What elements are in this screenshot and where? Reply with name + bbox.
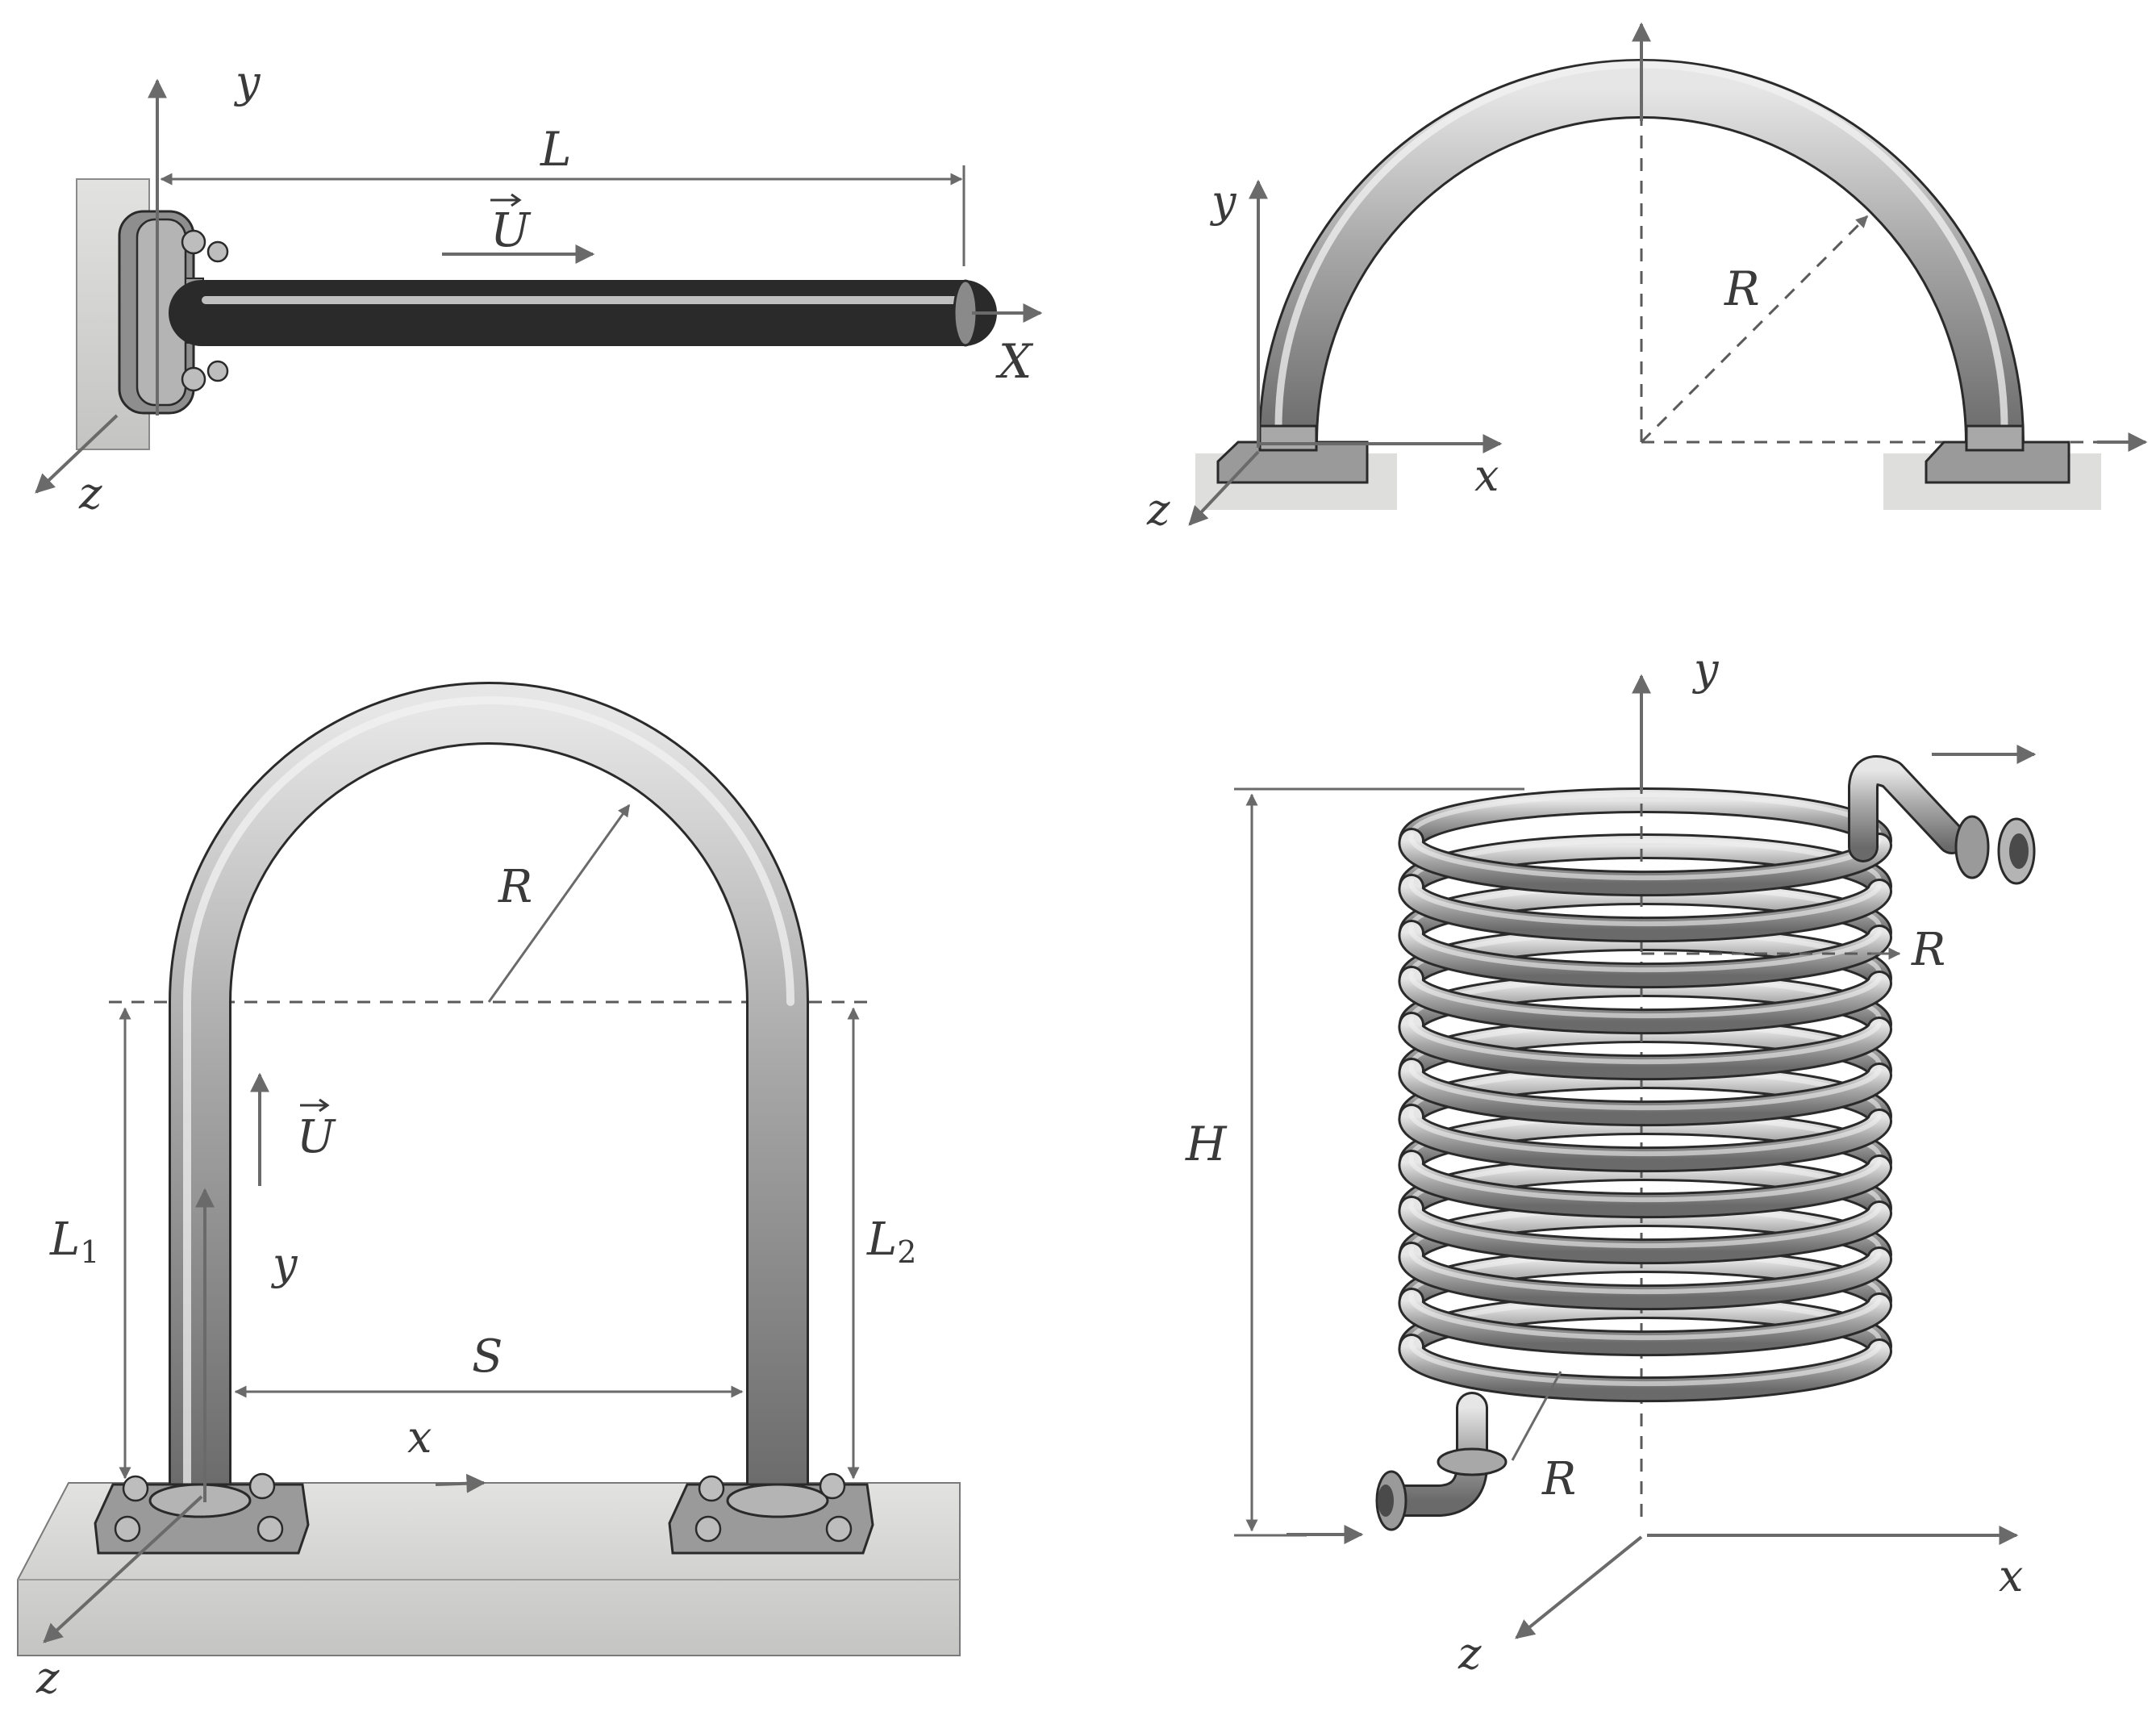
velocity-label: U (490, 203, 532, 257)
coil-turn-front (1408, 879, 1882, 927)
radius-label: R (1724, 261, 1760, 316)
base-plate-icon (94, 1472, 310, 1555)
y-label: y (271, 1238, 298, 1289)
coil-turn-front (1408, 833, 1882, 881)
radius-arrow (487, 804, 631, 1003)
bolt-icon (181, 229, 206, 255)
x-label: x (407, 1412, 432, 1463)
straight-pipe (169, 279, 997, 347)
coil-turn-front (1400, 1060, 1890, 1125)
z-axis (1515, 1535, 1643, 1639)
straight-pipe-panel: y z X L U (35, 56, 1043, 519)
bolt-icon (114, 1515, 141, 1543)
x-label: x (1999, 1551, 2023, 1601)
bolt-icon (256, 1515, 284, 1543)
coil-turn-front (1400, 1198, 1890, 1263)
coil-turn-front (1408, 1109, 1882, 1157)
bolt-icon (694, 1515, 722, 1543)
y-label: y (234, 56, 261, 107)
helical-coil-panel: y R H R x z (1185, 644, 2037, 1679)
z-axis (43, 1495, 203, 1643)
coil-turn-front (1408, 1155, 1882, 1203)
x-label: x (1474, 450, 1499, 501)
x-label: X (995, 334, 1034, 389)
u-bend-pipe (169, 682, 809, 1528)
vector-arrow-icon (300, 1098, 330, 1113)
height-label: H (1185, 1117, 1228, 1171)
coil-turn-front (1408, 925, 1882, 973)
flange-icon (1954, 815, 2036, 885)
coil-turn-front (1408, 1063, 1882, 1111)
bolt-icon (122, 1475, 149, 1502)
length-label: L (540, 122, 572, 177)
coil-turn-front (1408, 971, 1882, 1019)
z-label: z (1457, 1628, 1482, 1679)
x-axis (435, 1473, 486, 1493)
velocity-label: U (297, 1111, 336, 1163)
coil-turn-front (1408, 1338, 1882, 1387)
bottom-radius-leader (1511, 1371, 1562, 1461)
bolt-icon (206, 360, 229, 382)
coil-turn-front (1400, 922, 1890, 987)
coil-turn-front (1408, 1200, 1882, 1249)
bolt-icon (825, 1515, 853, 1543)
u-bend-pipe-panel: R U L1 L2 y S x z (17, 682, 961, 1703)
coil-turn-front (1400, 968, 1890, 1033)
z-label: z (78, 468, 102, 519)
radius-label: R (498, 861, 532, 913)
bolt-icon (206, 240, 229, 263)
coil-turn-front (1408, 1017, 1882, 1065)
radius-line (1640, 215, 1869, 444)
z-axis (35, 414, 119, 494)
coil-turn-front (1400, 1336, 1890, 1401)
coil-turn-front (1400, 876, 1890, 941)
flange-icon (1375, 1470, 1407, 1531)
top-radius-label: R (1911, 924, 1945, 976)
coil-front (1398, 828, 1892, 1403)
semicircle-pipe-panel: y z x R (1146, 22, 2148, 535)
spacing-label: S (472, 1330, 503, 1383)
z-label: z (35, 1652, 60, 1703)
coil-turn-front (1400, 1244, 1890, 1309)
y-label: y (1692, 644, 1720, 695)
z-axis (1188, 450, 1260, 526)
bolt-icon (181, 366, 206, 392)
vector-arrow-icon (490, 193, 522, 207)
inlet-pipe (1375, 1392, 1508, 1531)
bolt-icon (248, 1472, 276, 1500)
coil-turn-front (1400, 830, 1890, 895)
coil-turn-front (1400, 1106, 1890, 1171)
base-plate-icon (1925, 424, 2071, 484)
coil-turn-front (1400, 1290, 1890, 1355)
base-plate-icon (1216, 424, 1369, 484)
y-label: y (1210, 176, 1237, 227)
base-plate-icon (668, 1472, 874, 1555)
coil-turn-front (1400, 1014, 1890, 1079)
z-label: z (1146, 484, 1170, 535)
coil-turn-front (1400, 1152, 1890, 1217)
bottom-radius-label: R (1541, 1453, 1576, 1505)
left-length-label: L1 (49, 1213, 99, 1270)
coil-turn-front (1408, 1292, 1882, 1341)
bolt-icon (819, 1472, 846, 1500)
coil-turn-front (1408, 1246, 1882, 1295)
bolt-icon (698, 1475, 725, 1502)
right-length-label: L2 (866, 1213, 916, 1270)
outlet-pipe (1848, 755, 2036, 885)
